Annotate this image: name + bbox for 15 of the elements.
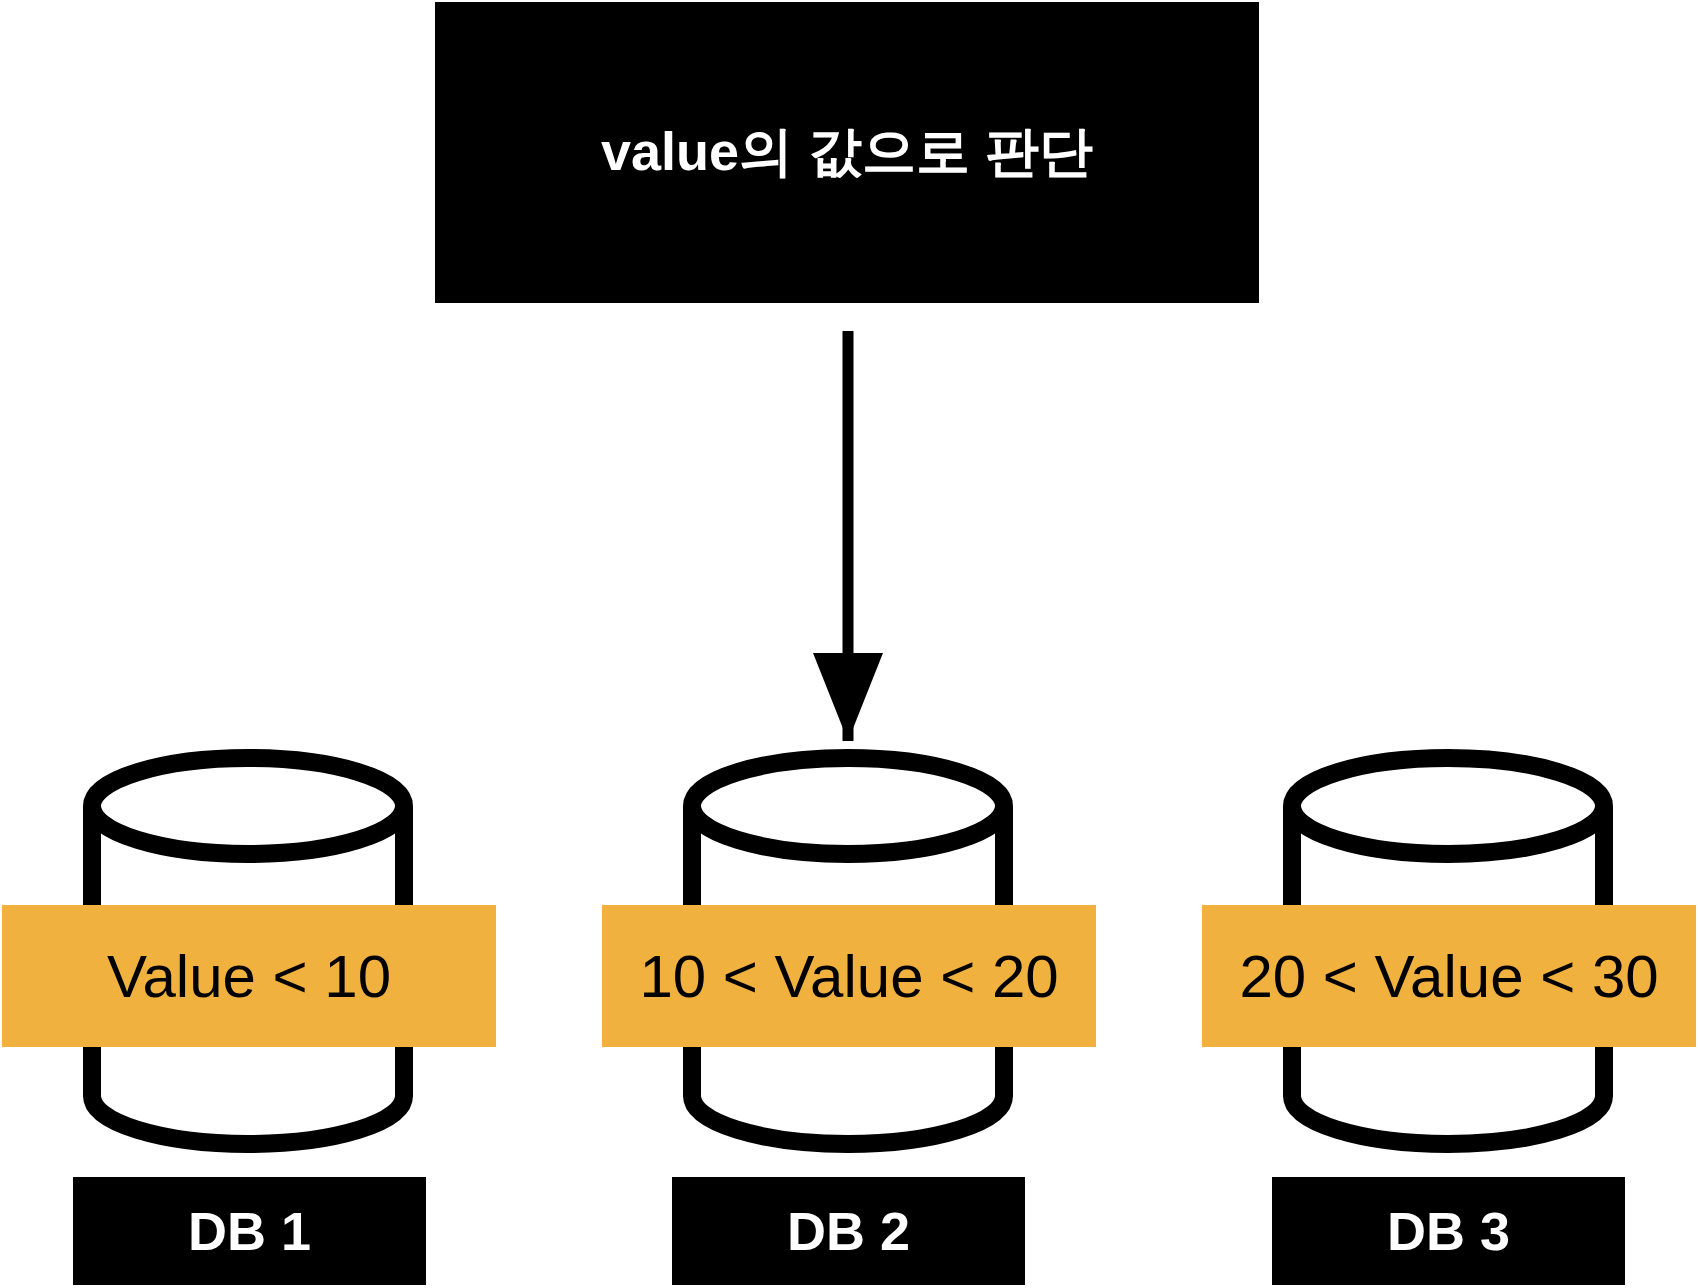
node-text: DB 2 <box>787 1200 910 1262</box>
node-text: DB 1 <box>188 1200 311 1262</box>
process-box <box>435 2 1259 303</box>
condition-band <box>1202 905 1696 1047</box>
node-text: Value < 10 <box>106 941 392 1011</box>
arrow <box>813 331 883 741</box>
database-label <box>1272 1177 1625 1285</box>
node-text: 10 < Value < 20 <box>639 941 1059 1011</box>
node-text: DB 3 <box>1387 1200 1510 1262</box>
database-label <box>672 1177 1025 1285</box>
condition-band <box>602 905 1096 1047</box>
node-text: value의 값으로 판단 <box>600 120 1094 183</box>
node-text: 20 < Value < 30 <box>1239 941 1659 1011</box>
condition-band <box>2 905 496 1047</box>
database-label <box>73 1177 426 1285</box>
